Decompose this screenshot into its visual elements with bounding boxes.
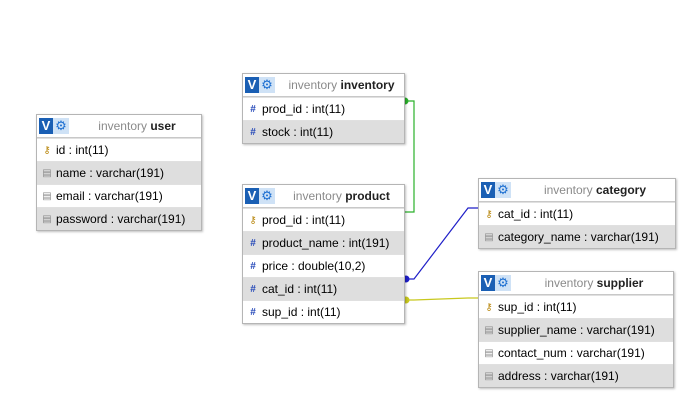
gear-icon[interactable]: ⚙ bbox=[53, 118, 69, 134]
link-product-supplier bbox=[404, 297, 478, 301]
field-label: address : varchar(191) bbox=[498, 369, 619, 383]
field-label: contact_num : varchar(191) bbox=[498, 346, 645, 360]
field-row[interactable]: # product_name : int(191) bbox=[243, 231, 404, 254]
field-row[interactable]: # prod_id : int(11) bbox=[243, 97, 404, 120]
number-icon: # bbox=[250, 306, 256, 318]
gear-icon[interactable]: ⚙ bbox=[259, 188, 275, 204]
gear-icon[interactable]: ⚙ bbox=[495, 275, 511, 291]
table-supplier[interactable]: V ⚙ inventory supplier ⚷ sup_id : int(11)… bbox=[478, 271, 674, 388]
text-icon: ▤ bbox=[484, 231, 494, 243]
field-label: email : varchar(191) bbox=[56, 189, 163, 203]
table-title: inventory product bbox=[279, 189, 404, 203]
db-name: inventory bbox=[288, 78, 338, 92]
field-row[interactable]: # stock : int(11) bbox=[243, 120, 404, 143]
field-label: category_name : varchar(191) bbox=[498, 230, 659, 244]
text-icon: ▤ bbox=[484, 324, 494, 336]
link-product-inventory bbox=[404, 100, 415, 213]
table-name: category bbox=[596, 183, 647, 197]
field-row[interactable]: ⚷ prod_id : int(11) bbox=[243, 208, 404, 231]
key-icon: ⚷ bbox=[485, 208, 493, 220]
db-name: inventory bbox=[543, 183, 593, 197]
table-title: inventory inventory bbox=[279, 78, 404, 92]
db-name: inventory bbox=[293, 189, 342, 203]
field-label: sup_id : int(11) bbox=[498, 300, 577, 314]
field-label: cat_id : int(11) bbox=[498, 207, 574, 221]
key-icon: ⚷ bbox=[249, 214, 257, 226]
field-label: prod_id : int(11) bbox=[262, 102, 346, 116]
table-title: inventory category bbox=[515, 183, 675, 197]
field-row[interactable]: ▤ supplier_name : varchar(191) bbox=[479, 318, 673, 341]
field-row[interactable]: # sup_id : int(11) bbox=[243, 300, 404, 323]
table-name: product bbox=[345, 189, 390, 203]
field-label: product_name : int(191) bbox=[262, 236, 390, 250]
field-row[interactable]: ▤ address : varchar(191) bbox=[479, 364, 673, 387]
table-name: user bbox=[150, 119, 176, 133]
text-icon: ▤ bbox=[484, 347, 494, 359]
v-icon[interactable]: V bbox=[481, 182, 495, 198]
field-row[interactable]: ⚷ id : int(11) bbox=[37, 138, 201, 161]
number-icon: # bbox=[250, 103, 256, 115]
table-user[interactable]: V ⚙ inventory user ⚷ id : int(11) ▤ name :… bbox=[36, 114, 202, 231]
field-row[interactable]: ▤ email : varchar(191) bbox=[37, 184, 201, 207]
table-header[interactable]: V ⚙ inventory inventory bbox=[243, 74, 404, 97]
field-row[interactable]: ▤ contact_num : varchar(191) bbox=[479, 341, 673, 364]
table-title: inventory supplier bbox=[515, 276, 673, 290]
field-row[interactable]: ⚷ cat_id : int(11) bbox=[479, 202, 675, 225]
v-icon[interactable]: V bbox=[39, 118, 53, 134]
table-category[interactable]: V ⚙ inventory category ⚷ cat_id : int(11)… bbox=[478, 178, 676, 249]
number-icon: # bbox=[250, 260, 256, 272]
text-icon: ▤ bbox=[42, 213, 52, 225]
table-header[interactable]: V ⚙ inventory category bbox=[479, 179, 675, 202]
field-label: name : varchar(191) bbox=[56, 166, 165, 180]
key-icon: ⚷ bbox=[485, 301, 493, 313]
table-title: inventory user bbox=[73, 119, 201, 133]
field-row[interactable]: ▤ password : varchar(191) bbox=[37, 207, 201, 230]
field-label: id : int(11) bbox=[56, 143, 109, 157]
gear-icon[interactable]: ⚙ bbox=[495, 182, 511, 198]
v-icon[interactable]: V bbox=[245, 77, 259, 93]
number-icon: # bbox=[250, 237, 256, 249]
number-icon: # bbox=[250, 126, 256, 138]
table-inventory[interactable]: V ⚙ inventory inventory # prod_id : int(1… bbox=[242, 73, 405, 144]
field-label: supplier_name : varchar(191) bbox=[498, 323, 655, 337]
field-label: sup_id : int(11) bbox=[262, 305, 341, 319]
field-label: password : varchar(191) bbox=[56, 212, 186, 226]
field-label: cat_id : int(11) bbox=[262, 282, 338, 296]
table-name: inventory bbox=[340, 78, 395, 92]
field-label: prod_id : int(11) bbox=[262, 213, 346, 227]
field-row[interactable]: ▤ category_name : varchar(191) bbox=[479, 225, 675, 248]
field-label: price : double(10,2) bbox=[262, 259, 366, 273]
field-label: stock : int(11) bbox=[262, 125, 334, 139]
field-row[interactable]: ⚷ sup_id : int(11) bbox=[479, 295, 673, 318]
number-icon: # bbox=[250, 283, 256, 295]
text-icon: ▤ bbox=[42, 167, 52, 179]
table-header[interactable]: V ⚙ inventory product bbox=[243, 185, 404, 208]
table-header[interactable]: V ⚙ inventory supplier bbox=[479, 272, 673, 295]
db-name: inventory bbox=[544, 276, 594, 290]
v-icon[interactable]: V bbox=[481, 275, 495, 291]
field-row[interactable]: ▤ name : varchar(191) bbox=[37, 161, 201, 184]
text-icon: ▤ bbox=[42, 190, 52, 202]
v-icon[interactable]: V bbox=[245, 188, 259, 204]
field-row[interactable]: # price : double(10,2) bbox=[243, 254, 404, 277]
table-header[interactable]: V ⚙ inventory user bbox=[37, 115, 201, 138]
field-row[interactable]: # cat_id : int(11) bbox=[243, 277, 404, 300]
gear-icon[interactable]: ⚙ bbox=[259, 77, 275, 93]
text-icon: ▤ bbox=[484, 370, 494, 382]
table-name: supplier bbox=[596, 276, 644, 290]
link-product-category bbox=[404, 207, 478, 280]
table-product[interactable]: V ⚙ inventory product ⚷ prod_id : int(11)… bbox=[242, 184, 405, 324]
db-name: inventory bbox=[98, 119, 147, 133]
key-icon: ⚷ bbox=[43, 144, 51, 156]
